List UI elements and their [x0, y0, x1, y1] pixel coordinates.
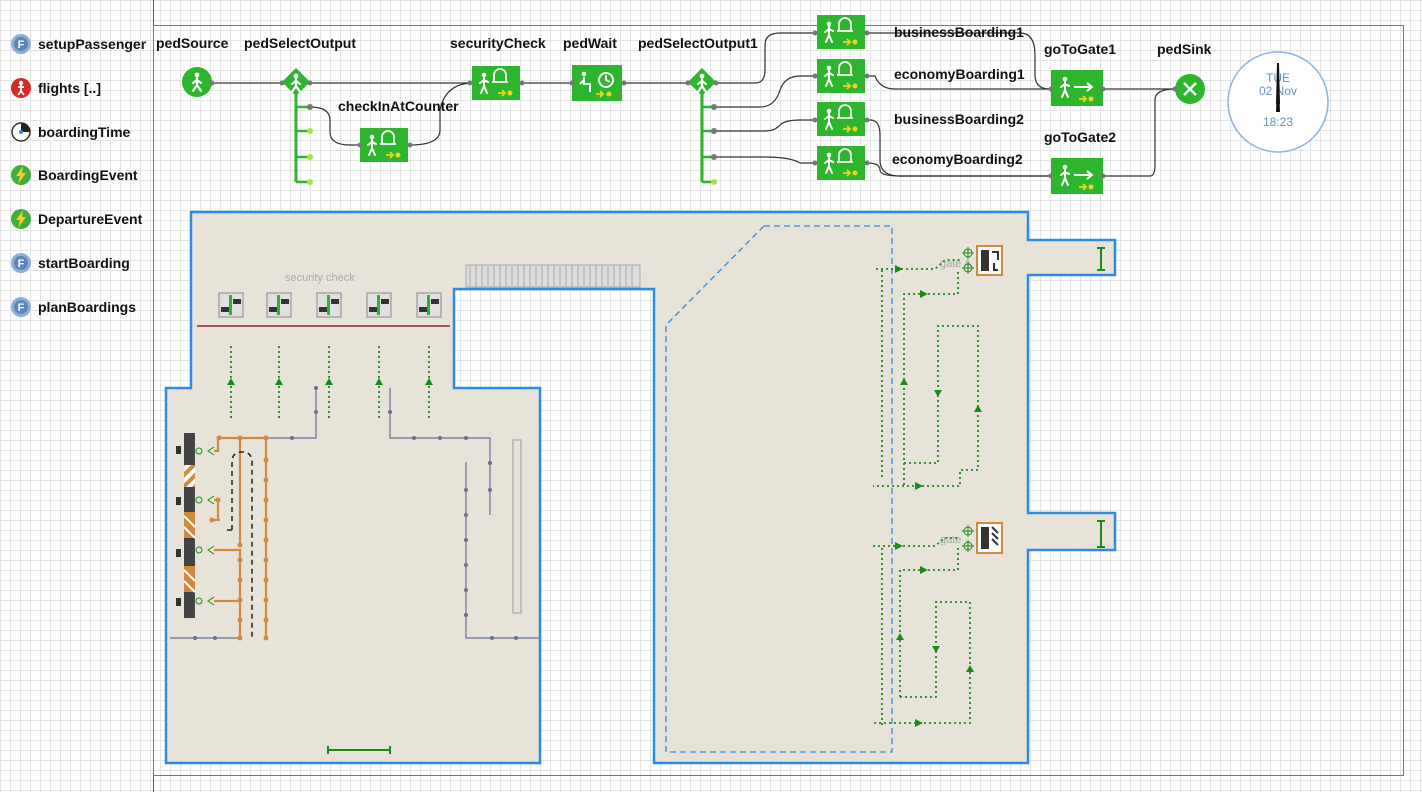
event-icon [11, 165, 31, 185]
business-boarding1-block[interactable] [812, 14, 870, 50]
security-check-block[interactable] [467, 65, 525, 101]
model-frame [153, 25, 1404, 776]
connector-lines [212, 32, 1176, 177]
ped-wait-block[interactable] [569, 65, 627, 101]
boarding-paths [873, 259, 979, 725]
agent-population-icon [11, 78, 31, 98]
sidebar-panel: F setupPassenger flights [..] boardingTi… [0, 0, 153, 792]
ped-source-block[interactable] [182, 67, 215, 97]
economy-boarding1-block[interactable] [812, 58, 870, 94]
sidebar-item-label: startBoarding [38, 255, 130, 271]
function-icon: F [11, 253, 31, 273]
go-to-gate2-block[interactable] [1048, 157, 1106, 195]
terminal-layout: security check [164, 210, 1117, 765]
ped-sink-label: pedSink [1157, 41, 1212, 57]
parameter-icon [11, 122, 31, 142]
gate-a-exit [1097, 247, 1105, 271]
sidebar-item-start-boarding[interactable]: F startBoarding [10, 252, 130, 274]
go-to-gate1-block[interactable] [1048, 69, 1106, 107]
departure-area [665, 225, 893, 753]
function-icon: F [11, 297, 31, 317]
check-in-counters [176, 433, 196, 618]
sidebar-item-label: flights [..] [38, 80, 101, 96]
security-check-label: securityCheck [450, 35, 546, 51]
sidebar-item-plan-boardings[interactable]: F planBoardings [10, 296, 136, 318]
ped-wait-label: pedWait [563, 35, 617, 51]
ped-select-output1-block[interactable] [685, 68, 719, 185]
sidebar-item-label: boardingTime [38, 124, 131, 140]
ped-sink-block[interactable] [1172, 74, 1206, 104]
economy-boarding2-label: economyBoarding2 [892, 151, 1023, 167]
ped-select-output-label: pedSelectOutput [244, 35, 356, 51]
business-boarding1-label: businessBoarding1 [894, 24, 1024, 40]
sidebar-item-flights[interactable]: flights [..] [10, 77, 101, 99]
security-check-area-label: security check [285, 272, 355, 284]
gate-b-label: gate [940, 534, 961, 546]
ped-select-output1-label: pedSelectOutput1 [638, 35, 758, 51]
sidebar-item-label: BoardingEvent [38, 167, 138, 183]
gate-b: gate [940, 522, 1003, 554]
economy-boarding1-label: economyBoarding1 [894, 66, 1025, 82]
sidebar-item-departure-event[interactable]: DepartureEvent [10, 208, 142, 230]
business-boarding2-label: businessBoarding2 [894, 111, 1024, 127]
clock-time: 18:23 [1263, 115, 1293, 129]
event-icon [11, 209, 31, 229]
ped-source-label: pedSource [156, 35, 229, 51]
svg-text:F: F [18, 302, 25, 314]
sidebar-item-setup-passenger[interactable]: F setupPassenger [10, 33, 146, 55]
svg-text:F: F [18, 258, 25, 270]
check-in-at-counter-block[interactable] [357, 127, 413, 163]
sidebar-item-label: setupPassenger [38, 36, 147, 52]
economy-boarding2-block[interactable] [812, 145, 870, 181]
gate-a: gate A [940, 245, 1003, 276]
sidebar-item-label: DepartureEvent [38, 211, 143, 227]
sidebar-item-boarding-event[interactable]: BoardingEvent [10, 164, 138, 186]
business-boarding2-block[interactable] [812, 101, 870, 137]
gate-b-exit [1097, 520, 1105, 548]
sidebar-item-label: planBoardings [38, 299, 137, 315]
ped-select-output-block[interactable] [279, 68, 314, 185]
terminal-floor [164, 210, 1117, 765]
function-icon: F [11, 34, 31, 54]
clock-widget: TUE 02 Nov 18:23 [1227, 51, 1329, 153]
svg-text:F: F [18, 39, 25, 51]
sidebar-item-boarding-time[interactable]: boardingTime [10, 121, 130, 143]
go-to-gate2-label: goToGate2 [1044, 129, 1116, 145]
check-in-at-counter-label: checkInAtCounter [338, 98, 459, 114]
go-to-gate1-label: goToGate1 [1044, 41, 1116, 57]
